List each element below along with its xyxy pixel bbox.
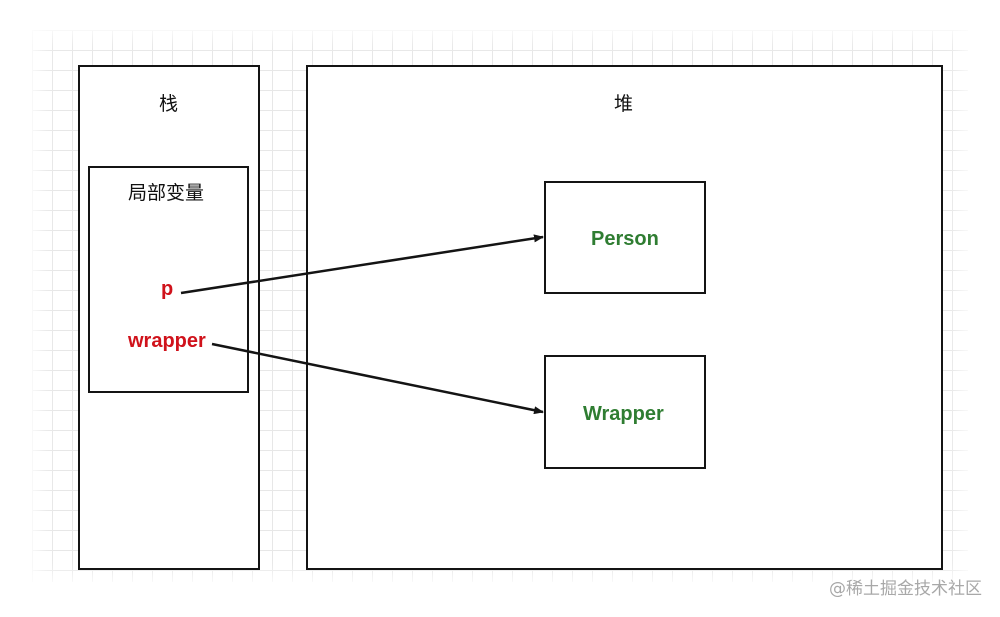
heap-title: 堆 bbox=[614, 93, 634, 115]
watermark-text: @稀土掘金技术社区 bbox=[829, 579, 982, 599]
heap-box bbox=[306, 65, 943, 570]
wrapper-object-label: Wrapper bbox=[583, 403, 664, 425]
variable-p: p bbox=[161, 278, 174, 300]
wrapper-object-box bbox=[544, 355, 706, 469]
person-object-label: Person bbox=[591, 228, 659, 250]
stack-title: 栈 bbox=[159, 93, 179, 115]
variable-wrapper: wrapper bbox=[128, 330, 206, 352]
local-variables-title: 局部变量 bbox=[128, 182, 205, 204]
person-object-box bbox=[544, 181, 706, 294]
